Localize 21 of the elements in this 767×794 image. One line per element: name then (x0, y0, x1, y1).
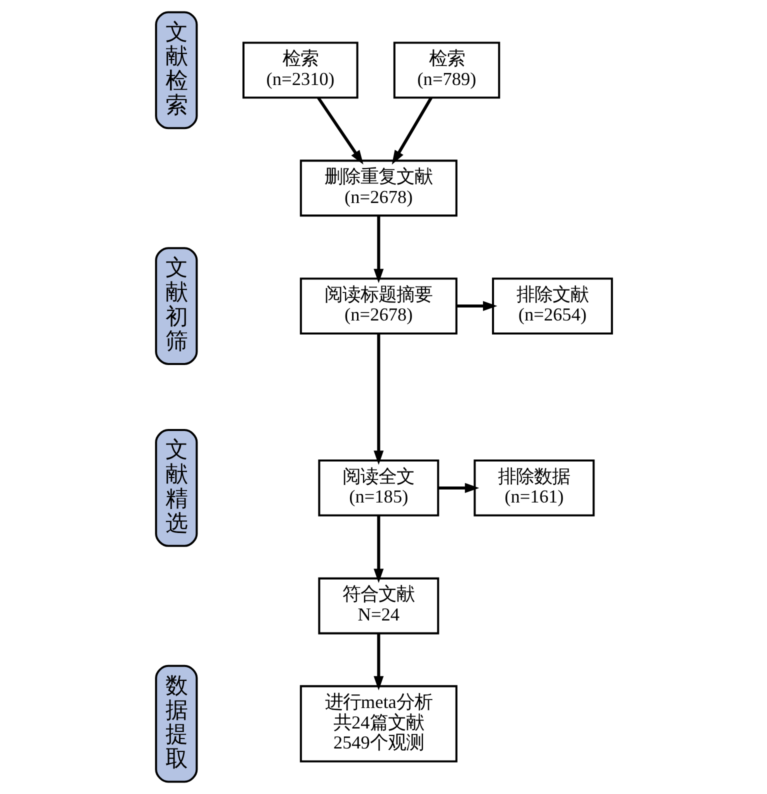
node-box: 删除重复文献 (n=2678) (299, 160, 457, 217)
arrow (373, 216, 384, 284)
node-box: 阅读全文 (n=185) (318, 460, 439, 516)
node-box: 文献精选 (154, 429, 198, 547)
node-box: 检索 (n=2310) (242, 42, 358, 99)
node-box: 检索 (n=789) (392, 42, 500, 99)
arrow (316, 96, 363, 164)
node-box: 排除文献 (n=2654) (492, 278, 612, 334)
node-box: 排除数据 (n=161) (473, 460, 594, 516)
arrow (373, 516, 384, 584)
arrow (438, 482, 479, 493)
arrow (391, 97, 432, 165)
node-box: 进行meta分析 共24篇文献 2549个观测 (299, 685, 457, 762)
arrow (373, 334, 384, 465)
node-box: 文献初筛 (154, 247, 198, 365)
node-box: 文献检索 (154, 11, 198, 130)
arrow (373, 633, 384, 690)
node-box: 阅读标题摘要 (n=2678) (299, 278, 457, 334)
arrow (456, 301, 497, 312)
node-box: 数据提取 (154, 664, 198, 783)
node-box: 符合文献 N=24 (318, 577, 439, 634)
